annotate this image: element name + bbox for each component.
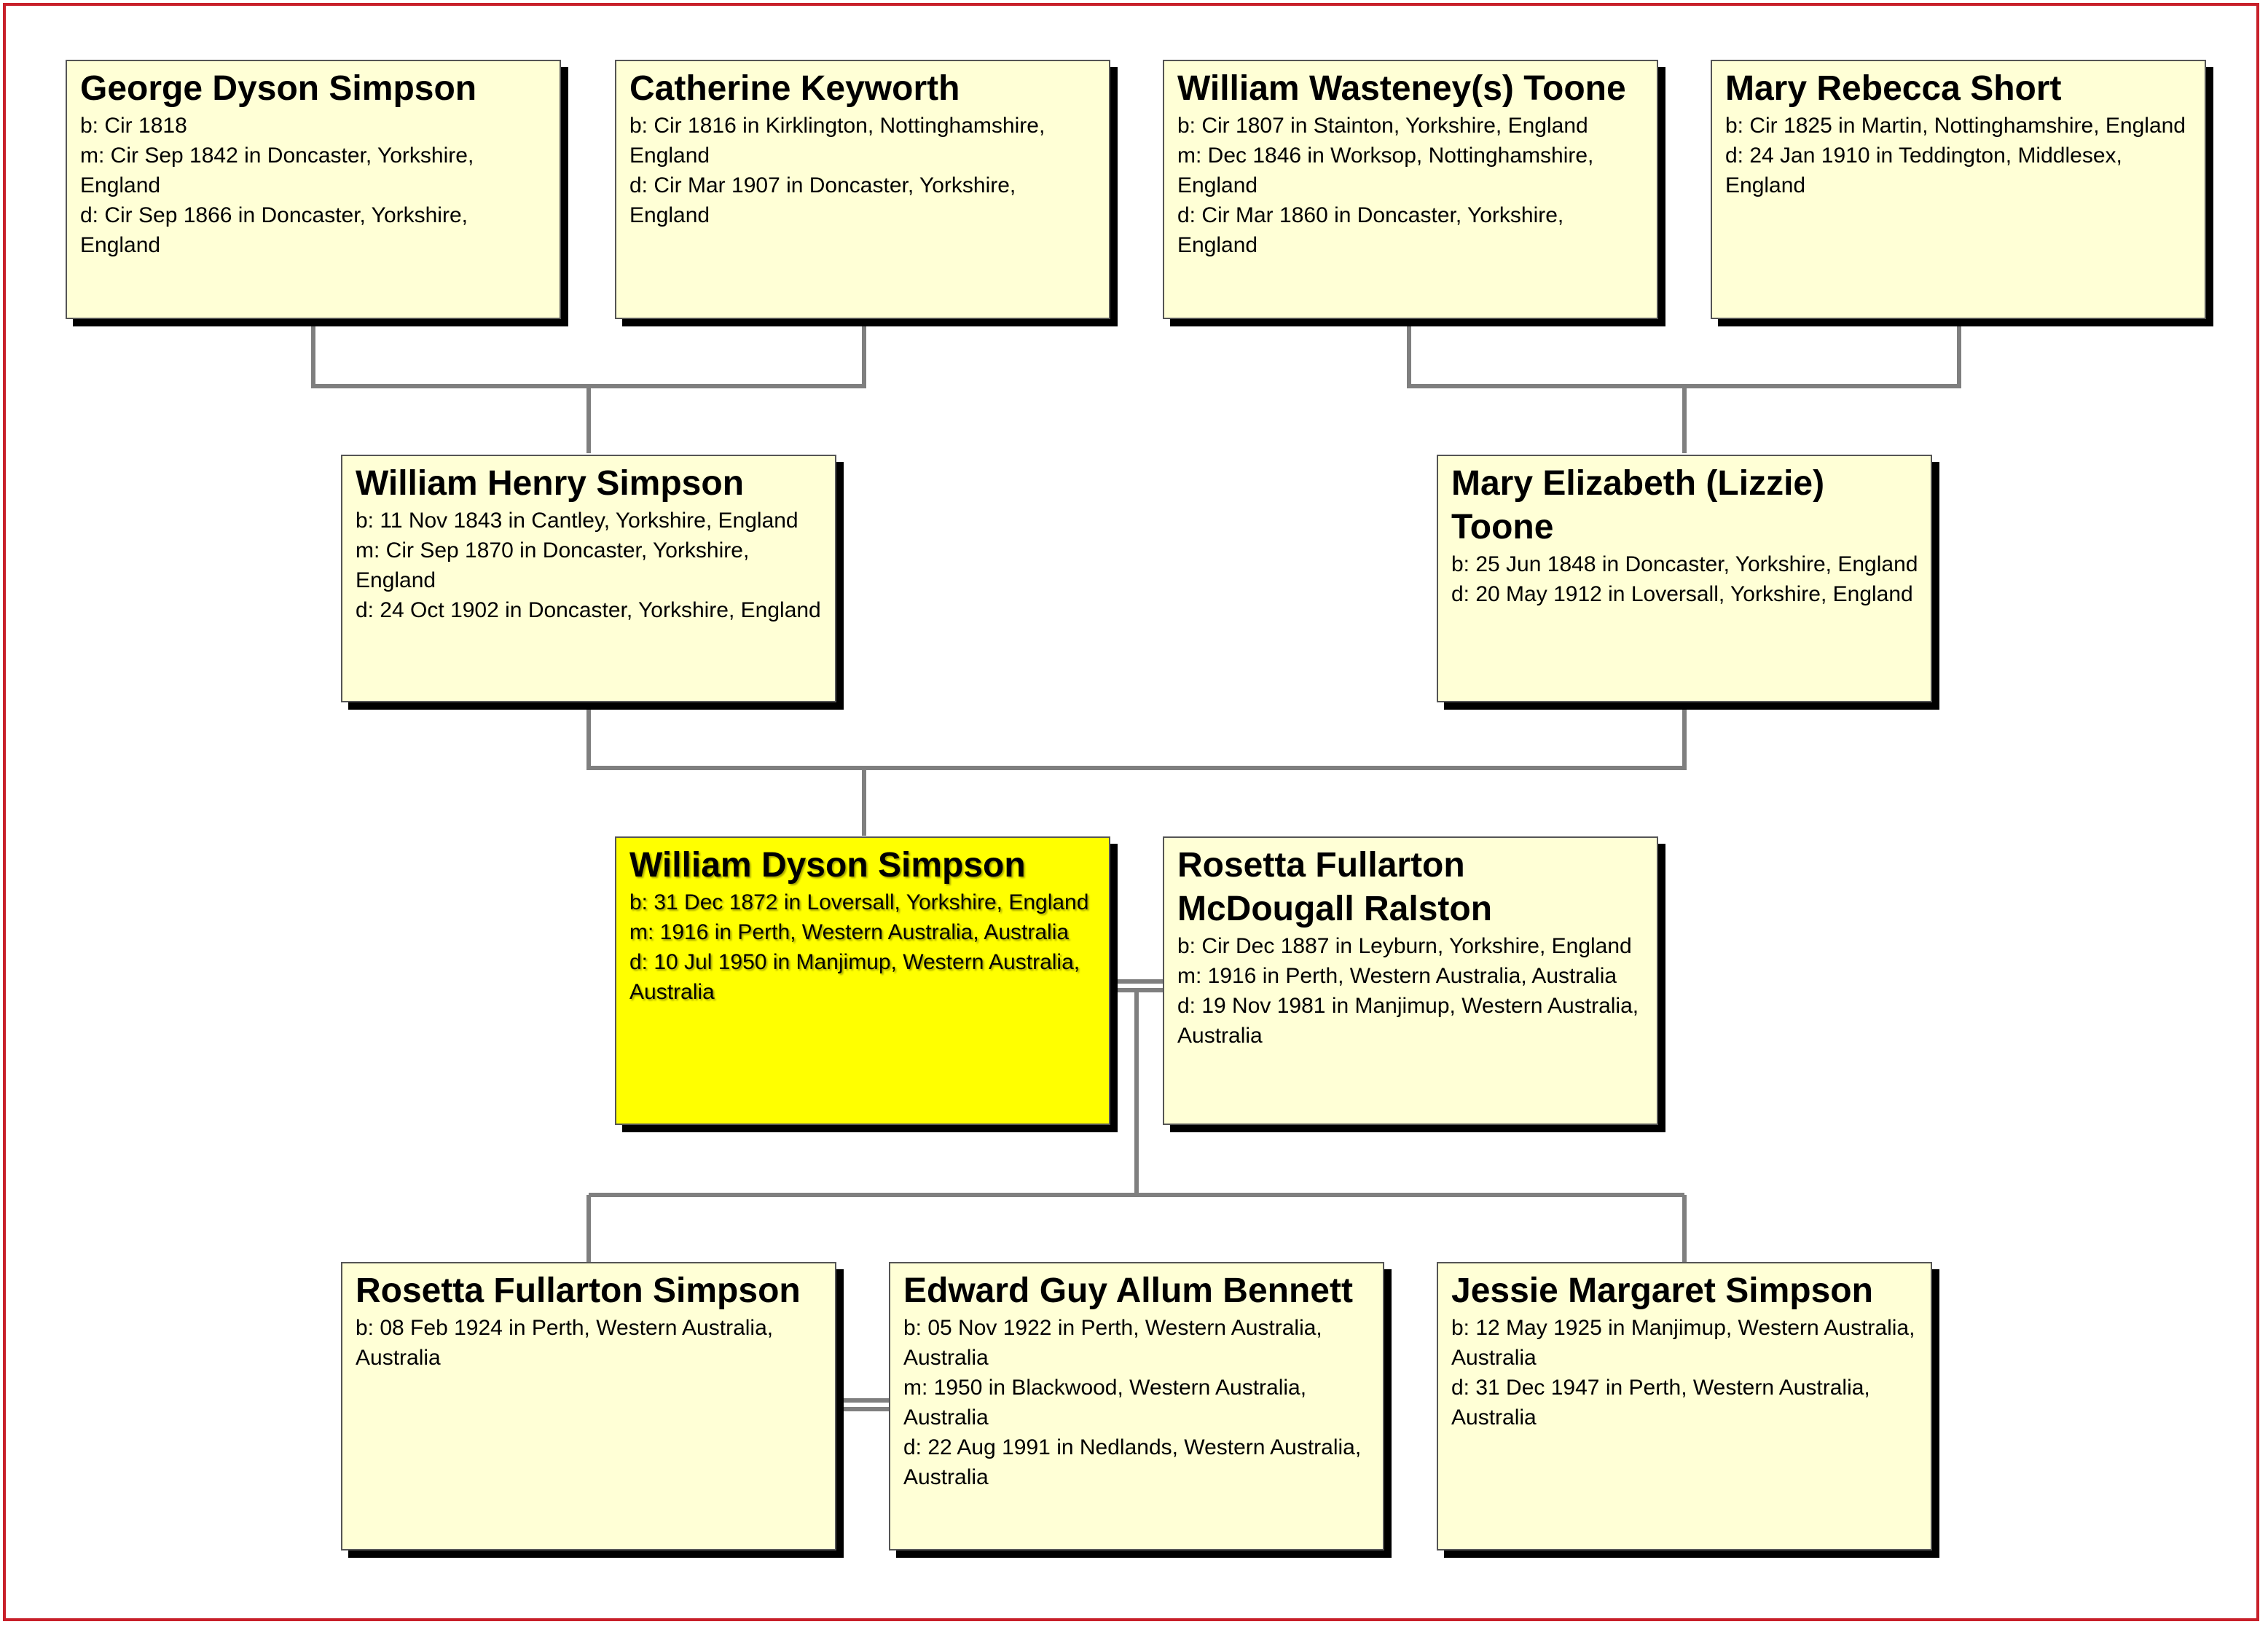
birth-fact: b: Cir 1825 in Martin, Nottinghamshire, … [1725, 114, 2186, 138]
birth-fact: b: 11 Nov 1843 in Cantley, Yorkshire, En… [356, 509, 798, 533]
birth-fact: b: 31 Dec 1872 in Loversall, Yorkshire, … [629, 890, 1089, 914]
person-card-rosetta-fullarton-simpson[interactable]: Rosetta Fullarton Simpson b: 08 Feb 1924… [341, 1262, 836, 1550]
marriage-fact: m: Cir Sep 1842 in Doncaster, Yorkshire,… [80, 144, 474, 197]
person-card-mary-rebecca-short[interactable]: Mary Rebecca Short b: Cir 1825 in Martin… [1711, 60, 2206, 319]
person-name: William Henry Simpson [356, 464, 745, 503]
parents-connector-william-dyson [586, 704, 1687, 770]
death-fact: d: Cir Sep 1866 in Doncaster, Yorkshire,… [80, 203, 468, 257]
death-fact: d: 31 Dec 1947 in Perth, Western Austral… [1451, 1376, 1870, 1430]
marriage-fact: m: 1950 in Blackwood, Western Australia,… [903, 1376, 1307, 1430]
chart-frame [3, 3, 2259, 1621]
person-card-george-dyson-simpson[interactable]: George Dyson Simpson b: Cir 1818 m: Cir … [66, 60, 561, 319]
person-card-william-dyson-simpson[interactable]: William Dyson Simpson b: 31 Dec 1872 in … [615, 836, 1110, 1125]
person-name: Rosetta Fullarton Simpson [356, 1271, 801, 1310]
person-name: Catherine Keyworth [629, 69, 960, 108]
marriage-fact: m: Cir Sep 1870 in Doncaster, Yorkshire,… [356, 538, 750, 592]
marriage-fact: m: 1916 in Perth, Western Australia, Aus… [629, 920, 1070, 944]
marriage-fact: m: Dec 1846 in Worksop, Nottinghamshire,… [1177, 144, 1594, 197]
person-card-edward-guy-allum-bennett[interactable]: Edward Guy Allum Bennett b: 05 Nov 1922 … [889, 1262, 1384, 1550]
death-fact: d: 24 Jan 1910 in Teddington, Middlesex,… [1725, 144, 2122, 197]
birth-fact: b: Cir Dec 1887 in Leyburn, Yorkshire, E… [1177, 934, 1632, 958]
person-card-mary-elizabeth-toone[interactable]: Mary Elizabeth (Lizzie) Toone b: 25 Jun … [1437, 455, 1932, 702]
parents-connector-toone [1407, 321, 1961, 388]
birth-fact: b: 12 May 1925 in Manjimup, Western Aust… [1451, 1316, 1915, 1370]
person-name: George Dyson Simpson [80, 69, 477, 108]
person-name: Mary Elizabeth (Lizzie) Toone [1451, 464, 1825, 546]
death-fact: d: 10 Jul 1950 in Manjimup, Western Aust… [629, 950, 1080, 1004]
birth-fact: b: 05 Nov 1922 in Perth, Western Austral… [903, 1316, 1322, 1370]
person-name: Jessie Margaret Simpson [1451, 1271, 1873, 1310]
marriage-fact: m: 1916 in Perth, Western Australia, Aus… [1177, 964, 1617, 988]
death-fact: d: 24 Oct 1902 in Doncaster, Yorkshire, … [356, 598, 821, 622]
person-card-william-henry-simpson[interactable]: William Henry Simpson b: 11 Nov 1843 in … [341, 455, 836, 702]
death-fact: d: Cir Mar 1907 in Doncaster, Yorkshire,… [629, 173, 1016, 227]
death-fact: d: 20 May 1912 in Loversall, Yorkshire, … [1451, 582, 1913, 606]
death-fact: d: 19 Nov 1981 in Manjimup, Western Aust… [1177, 994, 1639, 1048]
birth-fact: b: 25 Jun 1848 in Doncaster, Yorkshire, … [1451, 552, 1918, 576]
person-card-catherine-keyworth[interactable]: Catherine Keyworth b: Cir 1816 in Kirkli… [615, 60, 1110, 319]
person-card-rosetta-ralston[interactable]: Rosetta Fullarton McDougall Ralston b: C… [1163, 836, 1658, 1125]
death-fact: d: Cir Mar 1860 in Doncaster, Yorkshire,… [1177, 203, 1564, 257]
birth-fact: b: Cir 1816 in Kirklington, Nottinghamsh… [629, 114, 1045, 168]
person-name: William Dyson Simpson [629, 846, 1026, 885]
person-card-jessie-margaret-simpson[interactable]: Jessie Margaret Simpson b: 12 May 1925 i… [1437, 1262, 1932, 1550]
parents-connector-simpson [311, 321, 866, 388]
person-name: William Wasteney(s) Toone [1177, 69, 1626, 108]
birth-fact: b: Cir 1807 in Stainton, Yorkshire, Engl… [1177, 114, 1588, 138]
person-name: Edward Guy Allum Bennett [903, 1271, 1353, 1310]
person-name: Rosetta Fullarton McDougall Ralston [1177, 846, 1493, 928]
birth-fact: b: Cir 1818 [80, 114, 187, 138]
birth-fact: b: 08 Feb 1924 in Perth, Western Austral… [356, 1316, 774, 1370]
person-card-william-wasteneys-toone[interactable]: William Wasteney(s) Toone b: Cir 1807 in… [1163, 60, 1658, 319]
person-name: Mary Rebecca Short [1725, 69, 2062, 108]
death-fact: d: 22 Aug 1991 in Nedlands, Western Aust… [903, 1435, 1362, 1489]
